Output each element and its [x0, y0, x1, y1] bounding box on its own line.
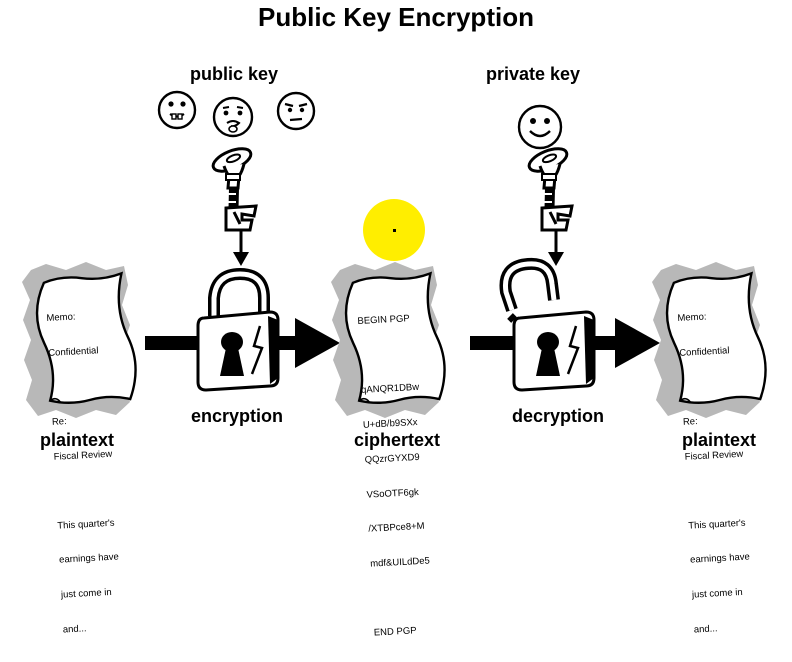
public-key-label: public key — [190, 64, 279, 84]
padlock-open-icon — [499, 257, 596, 392]
doc-line: mdf&UILdDe5 — [369, 555, 431, 570]
doc-line: just come in — [691, 587, 743, 601]
doc-line: /XTBPce8+M — [368, 521, 425, 535]
down-arrow-icon — [233, 230, 249, 266]
doc-line: END PGP — [373, 625, 417, 639]
doc-line: Confidential — [48, 345, 99, 359]
doc-line: VSoOTF6gk — [366, 486, 420, 501]
doc-line — [681, 379, 741, 393]
encryption-label: encryption — [191, 406, 284, 426]
doc-line: QQzrGYXD9 — [364, 451, 420, 466]
key-icon — [208, 142, 258, 232]
ciphertext-label: ciphertext — [354, 430, 441, 450]
cursor-highlight-icon — [363, 199, 425, 261]
doc-line — [50, 379, 110, 393]
toothy-face-icon — [157, 90, 197, 130]
smirk-face-icon — [212, 96, 254, 138]
diagram-artwork — [22, 90, 769, 418]
doc-line: Memo: — [677, 311, 707, 325]
doc-line: just come in — [60, 587, 112, 601]
padlock-closed-icon — [196, 267, 280, 392]
doc-line: Memo: — [46, 311, 76, 325]
doc-line: and... — [62, 623, 87, 636]
key-icon — [524, 142, 574, 232]
doc-line: earnings have — [58, 551, 120, 567]
doc-line: Confidential — [679, 345, 730, 359]
smile-face-icon — [517, 104, 563, 150]
doc-line: qANQR1DBw — [360, 381, 420, 397]
frown-face-icon — [276, 91, 316, 131]
diagram-title: Public Key Encryption — [258, 2, 534, 32]
plaintext-left-label: plaintext — [40, 430, 115, 450]
doc-line: and... — [693, 623, 718, 636]
diagram-canvas: Memo: Confidential Re: Fiscal Review Thi… — [22, 2, 769, 639]
doc-line — [372, 590, 432, 604]
down-arrow-icon — [548, 230, 564, 266]
doc-line — [359, 348, 419, 362]
private-key-label: private key — [486, 64, 581, 84]
doc-line: This quarter's — [57, 517, 115, 532]
doc-line: earnings have — [689, 551, 751, 567]
doc-line — [55, 483, 115, 497]
doc-line: Re: — [682, 415, 698, 428]
doc-line: This quarter's — [688, 517, 746, 532]
doc-line — [686, 483, 746, 497]
doc-line: Re: — [51, 415, 67, 428]
decryption-label: decryption — [512, 406, 605, 426]
doc-line: BEGIN PGP — [357, 313, 410, 328]
plaintext-right-label: plaintext — [682, 430, 757, 450]
